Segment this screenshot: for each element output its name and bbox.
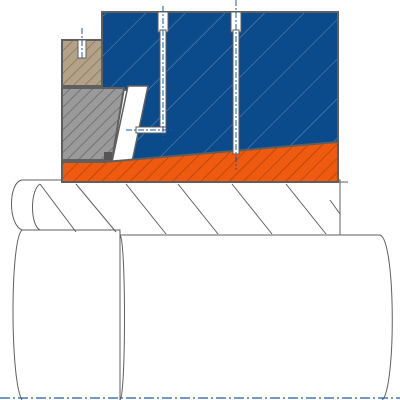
lube-channel-left <box>126 6 172 140</box>
shaft-front-face <box>119 234 125 400</box>
shaft-step-line <box>22 229 121 235</box>
collar-rib <box>231 183 273 235</box>
sleeve <box>61 140 339 183</box>
shaft <box>11 179 393 400</box>
collar-rib <box>329 199 341 215</box>
shaft-left-curve <box>11 179 23 400</box>
shaft-right-end <box>340 234 393 400</box>
collar-rib <box>177 183 219 235</box>
shaft-inner-curve <box>32 183 41 231</box>
seal-notch <box>104 152 112 160</box>
shaft-outline <box>22 179 341 400</box>
collar-rib <box>75 183 117 233</box>
retaining-ring <box>61 39 103 87</box>
collar-rib <box>39 183 77 233</box>
collar-rib <box>285 183 327 235</box>
collar-rib <box>125 183 167 235</box>
retaining-ring-bore <box>77 28 87 60</box>
lube-channel-right <box>230 0 242 170</box>
